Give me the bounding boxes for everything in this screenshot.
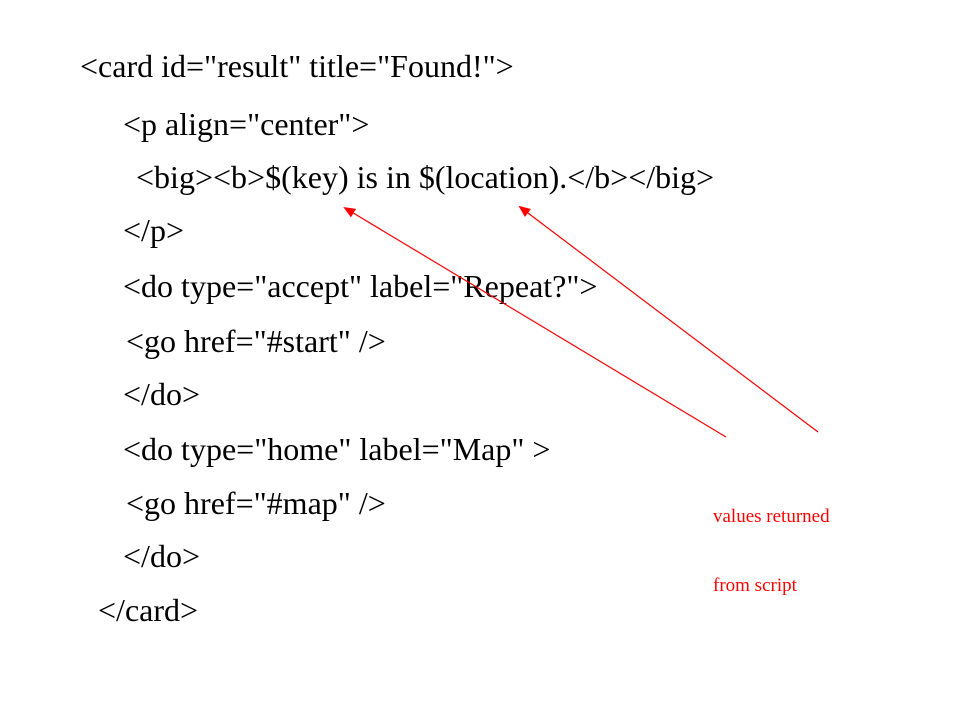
code-line-do-home-open: <do type="home" label="Map" >	[123, 431, 551, 467]
code-line-big-bold: <big><b>$(key) is in $(location).</b></b…	[136, 159, 715, 195]
code-line-do-home-close: </do>	[123, 538, 200, 574]
arrow-to-location	[518, 205, 819, 433]
code-line-go-start: <go href="#start" />	[126, 323, 386, 359]
arrow-to-key	[343, 206, 727, 438]
code-line-do-accept-open: <do type="accept" label="Repeat?">	[123, 268, 598, 304]
code-line-do-accept-close: </do>	[123, 376, 200, 412]
code-line-card-close: </card>	[98, 592, 199, 628]
annotation-line-2: from script	[713, 575, 797, 596]
annotation-label: values returned from script	[713, 459, 830, 643]
code-line-go-map: <go href="#map" />	[126, 485, 386, 521]
code-line-card-open: <card id="result" title="Found!">	[80, 48, 514, 84]
code-line-p-open: <p align="center">	[123, 106, 370, 142]
annotation-line-1: values returned	[713, 506, 830, 527]
code-line-p-close: </p>	[123, 212, 184, 248]
